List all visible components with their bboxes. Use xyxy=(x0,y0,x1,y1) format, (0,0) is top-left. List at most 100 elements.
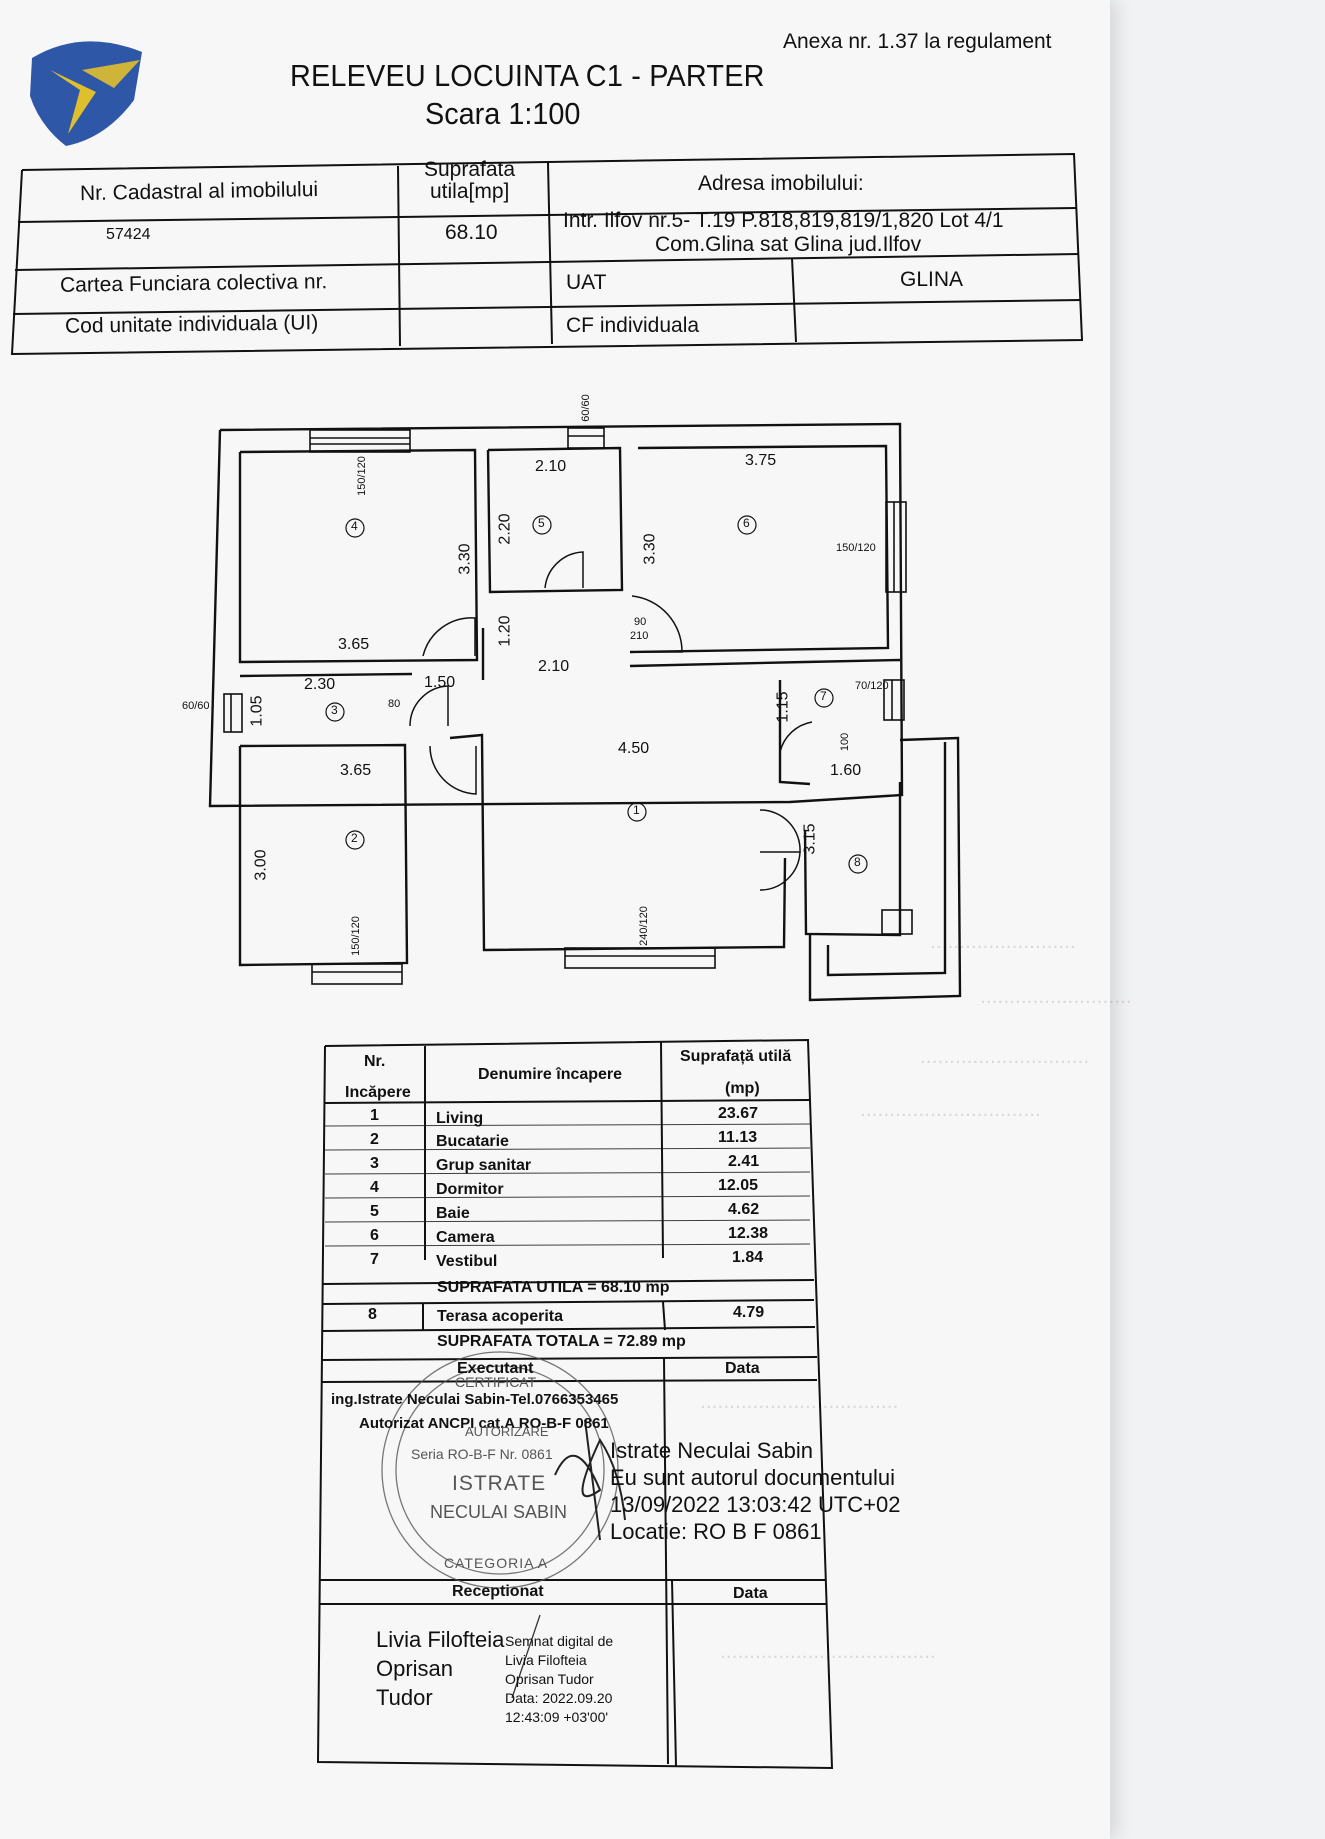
room-number: 6 xyxy=(743,516,750,530)
room-number: 2 xyxy=(351,831,358,845)
uat-label: UAT xyxy=(566,271,607,294)
room-area: 12.05 xyxy=(718,1177,759,1194)
header-room-name: Denumire încapere xyxy=(478,1066,623,1083)
bleed-through: .......................... xyxy=(980,985,1132,1008)
digital-line: Semnat digital de xyxy=(505,1633,614,1649)
room-area: 12.38 xyxy=(728,1225,769,1242)
data-label: Data xyxy=(725,1360,760,1377)
useful-total: SUPRAFATA UTILA = 68.10 mp xyxy=(437,1279,670,1296)
bleed-through: ............................... xyxy=(860,1098,1041,1121)
room-nr: 5 xyxy=(370,1203,379,1220)
handwritten-signature xyxy=(554,1419,626,1541)
bleed-through: ............................. xyxy=(920,1045,1090,1068)
header-area: Suprafață utilă xyxy=(680,1048,792,1065)
room-number: 7 xyxy=(820,689,827,703)
room-nr: 7 xyxy=(370,1251,379,1268)
plan-scale: Scara 1:100 xyxy=(425,96,581,131)
room-area: 23.67 xyxy=(718,1105,759,1122)
window-size: 60/60 xyxy=(182,700,210,712)
id-table-grid xyxy=(10,152,1084,356)
room-name: Camera xyxy=(436,1229,495,1246)
digital-line: Livia Filofteia xyxy=(505,1652,587,1668)
cf-individual-label: CF individuala xyxy=(566,314,700,337)
stamp-text: ISTRATE xyxy=(452,1472,547,1495)
stamp-text: AUTORIZARE xyxy=(465,1424,549,1439)
header-nr: Nr. xyxy=(364,1053,386,1070)
receiver-line: Livia Filofteia xyxy=(376,1627,505,1652)
digital-signature-mark xyxy=(511,1614,541,1699)
grand-total: SUPRAFATA TOTALA = 72.89 mp xyxy=(437,1333,686,1350)
door-size: 210 xyxy=(630,630,649,642)
terrace-name: Terasa acoperita xyxy=(437,1308,563,1325)
dimension: 2.10 xyxy=(538,658,570,675)
doors xyxy=(409,551,813,891)
header-nr: Incăpere xyxy=(345,1084,411,1101)
dimension: 1.60 xyxy=(830,762,862,779)
room-area: 2.41 xyxy=(728,1153,760,1170)
signature-line: Istrate Neculai Sabin xyxy=(610,1438,813,1463)
door-size: 90 xyxy=(634,616,647,628)
rooms-table-grid xyxy=(316,1038,834,1770)
cadastral-value: 57424 xyxy=(106,226,151,243)
ancpi-logo xyxy=(30,41,142,146)
room-number: 8 xyxy=(854,855,861,869)
stamp-text: CATEGORIA A xyxy=(444,1555,549,1571)
document-title: RELEVEU LOCUINTA C1 - PARTER xyxy=(290,58,765,93)
area-label-line-2: utila[mp] xyxy=(430,180,510,203)
terrace-area: 4.79 xyxy=(733,1304,765,1321)
windows xyxy=(223,427,913,985)
data-label-2: Data xyxy=(733,1585,768,1602)
address-line-1: Intr. Ilfov nr.5- T.19 P.818,819,819/1,8… xyxy=(563,209,1004,232)
room-area: 1.84 xyxy=(732,1249,764,1266)
receiver-name: Livia Filofteia Oprisan Tudor xyxy=(376,1625,504,1712)
area-label-line-1: Suprafata xyxy=(424,158,516,181)
plan-labels: 4 5 6 3 2 1 7 8 3.65 3.30 2.10 2.20 3.75… xyxy=(182,390,980,1010)
dimension: 2.30 xyxy=(304,676,336,693)
walls xyxy=(208,422,962,1002)
window-size: 150/120 xyxy=(836,542,876,554)
room-name: Dormitor xyxy=(436,1181,504,1198)
digital-line: 12:43:09 +03'00' xyxy=(505,1709,609,1725)
signature-line: Locatie: RO B F 0861 xyxy=(610,1519,822,1544)
receiver-line: Tudor xyxy=(376,1685,433,1710)
room-number: 3 xyxy=(331,703,338,717)
header-area: (mp) xyxy=(725,1080,760,1097)
room-name: Baie xyxy=(436,1205,470,1222)
terrace-nr: 8 xyxy=(368,1306,377,1323)
executant-label: Executant xyxy=(457,1360,534,1377)
dimension: 4.50 xyxy=(618,740,650,757)
room-name: Grup sanitar xyxy=(436,1157,532,1174)
room-nr: 4 xyxy=(370,1179,379,1196)
receiver-line: Oprisan xyxy=(376,1656,454,1681)
uat-value: GLINA xyxy=(900,268,964,291)
certification-stamp xyxy=(381,1351,619,1589)
dimension: 1.50 xyxy=(424,674,456,691)
room-number: 4 xyxy=(351,519,358,533)
room-markers xyxy=(325,515,868,874)
room-area: 11.13 xyxy=(718,1129,758,1146)
stamp-text: CERTIFICAT xyxy=(455,1374,537,1390)
room-number: 5 xyxy=(538,516,545,530)
dimension: 2.10 xyxy=(535,458,567,475)
area-value: 68.10 xyxy=(445,221,498,244)
executant-line-1: ing.Istrate Neculai Sabin-Tel.0766353465 xyxy=(331,1391,619,1408)
address-line-2: Com.Glina sat Glina jud.Ilfov xyxy=(655,233,922,256)
signature-line: 13/09/2022 13:03:42 UTC+02 xyxy=(610,1492,901,1517)
receiver-digital-signature: Semnat digital de Livia Filofteia Oprisa… xyxy=(505,1632,613,1727)
room-area: 4.62 xyxy=(728,1201,760,1218)
receptionat-label: Receptionat xyxy=(452,1583,544,1600)
dimension: 3.65 xyxy=(338,636,370,653)
bleed-through: ......................... xyxy=(930,930,1076,953)
background-sheet xyxy=(1090,0,1325,1839)
room-nr: 3 xyxy=(370,1155,379,1172)
dimension: 3.75 xyxy=(745,452,777,469)
executant-digital-signature: Istrate Neculai Sabin Eu sunt autorul do… xyxy=(610,1437,901,1545)
door-size: 80 xyxy=(388,698,401,710)
window-size: 70/120 xyxy=(855,680,889,692)
digital-line: Data: 2022.09.20 xyxy=(505,1690,613,1706)
room-name: Living xyxy=(436,1110,484,1127)
executant-line-2: Autorizat ANCPI cat.A RO-B-F 0861 xyxy=(359,1415,609,1432)
address-label: Adresa imobilului: xyxy=(698,172,864,195)
room-nr: 2 xyxy=(370,1131,379,1148)
digital-line: Oprisan Tudor xyxy=(505,1671,594,1687)
